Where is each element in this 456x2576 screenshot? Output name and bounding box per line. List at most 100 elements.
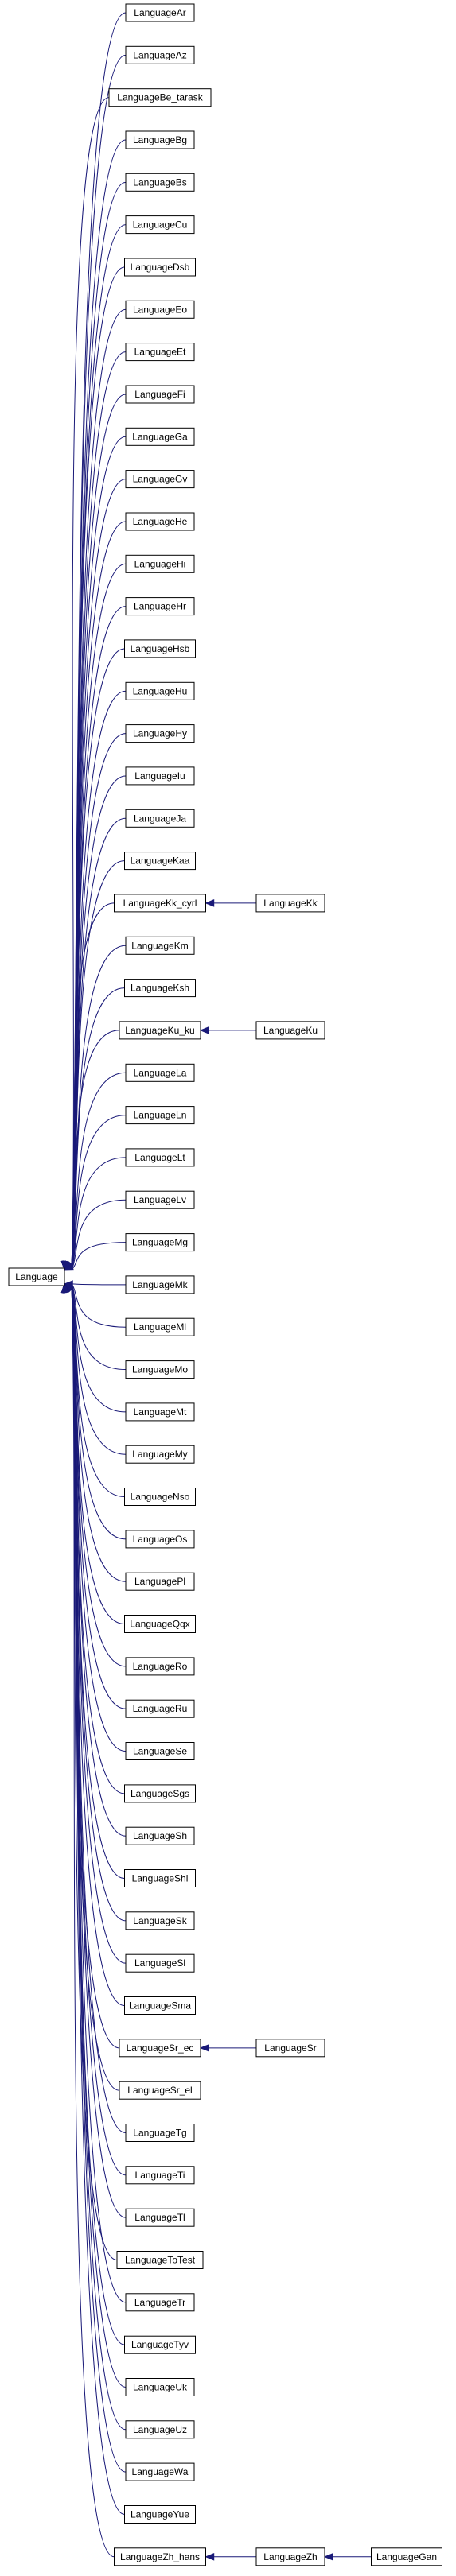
node-languagehsb[interactable]: LanguageHsb	[124, 639, 196, 658]
node-languagetl[interactable]: LanguageTl	[125, 2208, 195, 2227]
node-languagehe[interactable]: LanguageHe	[125, 512, 195, 531]
edge-languagezh_hans-to-language-arrow	[60, 1282, 69, 1293]
node-languageeo[interactable]: LanguageEo	[125, 300, 195, 319]
node-box	[125, 681, 195, 700]
node-box	[125, 512, 195, 531]
node-languagesh[interactable]: LanguageSh	[125, 1826, 195, 1845]
node-label: LanguageAr	[134, 7, 185, 18]
node-languageja[interactable]: LanguageJa	[125, 809, 195, 828]
node-languagemy[interactable]: LanguageMy	[125, 1445, 195, 1464]
node-languagela[interactable]: LanguageLa	[125, 1063, 195, 1082]
node-languagepl[interactable]: LanguagePl	[125, 1572, 195, 1591]
node-box	[125, 2208, 195, 2227]
node-languagesma[interactable]: LanguageSma	[124, 1996, 196, 2015]
node-label: LanguageRo	[133, 1661, 188, 1672]
node-languagehi[interactable]: LanguageHi	[125, 554, 195, 573]
node-languagesr_ec[interactable]: LanguageSr_ec	[119, 2039, 201, 2058]
node-label: LanguageLa	[134, 1067, 187, 1078]
node-languagemt[interactable]: LanguageMt	[125, 1402, 195, 1422]
node-box	[124, 1488, 196, 1506]
node-box	[124, 1996, 196, 2015]
node-languagetg[interactable]: LanguageTg	[125, 2124, 195, 2142]
node-languageln[interactable]: LanguageLn	[125, 1106, 195, 1125]
node-languagesgs[interactable]: LanguageSgs	[124, 1784, 196, 1803]
node-label: LanguageGa	[132, 431, 188, 442]
node-languageru[interactable]: LanguageRu	[125, 1699, 195, 1718]
node-languagemg[interactable]: LanguageMg	[125, 1233, 195, 1252]
node-label: LanguageSe	[133, 1746, 187, 1757]
node-languagetotest[interactable]: LanguageToTest	[116, 2251, 204, 2269]
node-languagewa[interactable]: LanguageWa	[125, 2462, 195, 2481]
node-language[interactable]: Language	[8, 1267, 65, 1286]
node-languageshi[interactable]: LanguageShi	[124, 1869, 196, 1887]
edge-languagezh-to-languagezh_hans-arrow	[205, 2552, 215, 2561]
node-languageksh[interactable]: LanguageKsh	[124, 979, 196, 998]
node-languagega[interactable]: LanguageGa	[125, 427, 195, 446]
node-label: LanguageNso	[131, 1492, 190, 1503]
node-languagelt[interactable]: LanguageLt	[125, 1148, 195, 1167]
node-languagekm[interactable]: LanguageKm	[125, 936, 195, 955]
node-label: LanguageKsh	[131, 983, 189, 994]
node-languageku[interactable]: LanguageKu	[255, 1021, 325, 1040]
node-languagegv[interactable]: LanguageGv	[125, 470, 195, 489]
node-languagegan[interactable]: LanguageGan	[371, 2547, 442, 2566]
node-languagekk_cyrl[interactable]: LanguageKk_cyrl	[114, 894, 206, 913]
node-languagesr_el[interactable]: LanguageSr_el	[119, 2081, 201, 2100]
edge-languagela-to-language	[71, 1072, 127, 1271]
node-languagezh_hans[interactable]: LanguageZh_hans	[114, 2547, 206, 2566]
node-languagebs[interactable]: LanguageBs	[125, 173, 195, 192]
node-languagekaa[interactable]: LanguageKaa	[124, 852, 196, 871]
node-label: LanguageHr	[134, 601, 186, 612]
node-label: LanguageSk	[133, 1915, 187, 1926]
node-label: LanguageGv	[133, 474, 188, 485]
node-languagetr[interactable]: LanguageTr	[125, 2293, 195, 2312]
node-languagear[interactable]: LanguageAr	[125, 3, 195, 22]
node-languagesk[interactable]: LanguageSk	[125, 1911, 195, 1930]
node-box	[119, 2081, 201, 2100]
node-box	[124, 258, 196, 277]
node-languagehr[interactable]: LanguageHr	[125, 597, 195, 616]
node-languageml[interactable]: LanguageMl	[125, 1317, 195, 1336]
node-languagecu[interactable]: LanguageCu	[125, 215, 195, 235]
node-label: LanguageMo	[132, 1364, 188, 1375]
node-label: LanguageEt	[134, 347, 186, 358]
node-label: LanguageTg	[133, 2128, 186, 2139]
node-languagelv[interactable]: LanguageLv	[125, 1190, 195, 1209]
node-languagebg[interactable]: LanguageBg	[125, 130, 195, 149]
node-languagedsb[interactable]: LanguageDsb	[124, 258, 196, 277]
node-languagehy[interactable]: LanguageHy	[125, 724, 195, 743]
node-languageku_ku[interactable]: LanguageKu_ku	[119, 1021, 201, 1040]
node-label: LanguageSl	[134, 1957, 185, 1969]
node-languagezh[interactable]: LanguageZh	[255, 2547, 325, 2566]
node-label: LanguageHy	[133, 728, 187, 739]
node-languagesr[interactable]: LanguageSr	[255, 2039, 325, 2058]
node-languagero[interactable]: LanguageRo	[125, 1657, 195, 1676]
node-languagese[interactable]: LanguageSe	[125, 1742, 195, 1760]
node-languagetyv[interactable]: LanguageTyv	[124, 2335, 196, 2354]
node-languageiu[interactable]: LanguageIu	[125, 766, 195, 786]
node-languagekk[interactable]: LanguageKk	[255, 894, 325, 913]
node-languagebe_tarask[interactable]: LanguageBe_tarask	[108, 88, 212, 107]
node-label: LanguageCu	[133, 219, 188, 231]
node-languagefi[interactable]: LanguageFi	[125, 385, 195, 404]
node-box	[124, 979, 196, 998]
node-languageet[interactable]: LanguageEt	[125, 343, 195, 362]
node-box	[124, 1784, 196, 1803]
node-languagemo[interactable]: LanguageMo	[125, 1360, 195, 1379]
edge-languageln-to-language	[71, 1115, 127, 1271]
edge-languagemk-to-language	[71, 1283, 127, 1286]
node-languageuz[interactable]: LanguageUz	[125, 2420, 195, 2439]
node-languageti[interactable]: LanguageTi	[125, 2166, 195, 2185]
node-languagenso[interactable]: LanguageNso	[124, 1488, 196, 1506]
node-label: LanguageSma	[129, 2000, 191, 2012]
node-languageqqx[interactable]: LanguageQqx	[124, 1615, 196, 1633]
edge-languagelv-to-language	[71, 1199, 127, 1271]
node-languagehu[interactable]: LanguageHu	[125, 681, 195, 700]
node-languageos[interactable]: LanguageOs	[125, 1530, 195, 1549]
node-languagesl[interactable]: LanguageSl	[125, 1953, 195, 1973]
node-languageuk[interactable]: LanguageUk	[125, 2378, 195, 2396]
node-languageaz[interactable]: LanguageAz	[125, 45, 195, 64]
node-box	[125, 2462, 195, 2481]
node-languagemk[interactable]: LanguageMk	[125, 1275, 195, 1294]
node-languageyue[interactable]: LanguageYue	[124, 2505, 196, 2524]
